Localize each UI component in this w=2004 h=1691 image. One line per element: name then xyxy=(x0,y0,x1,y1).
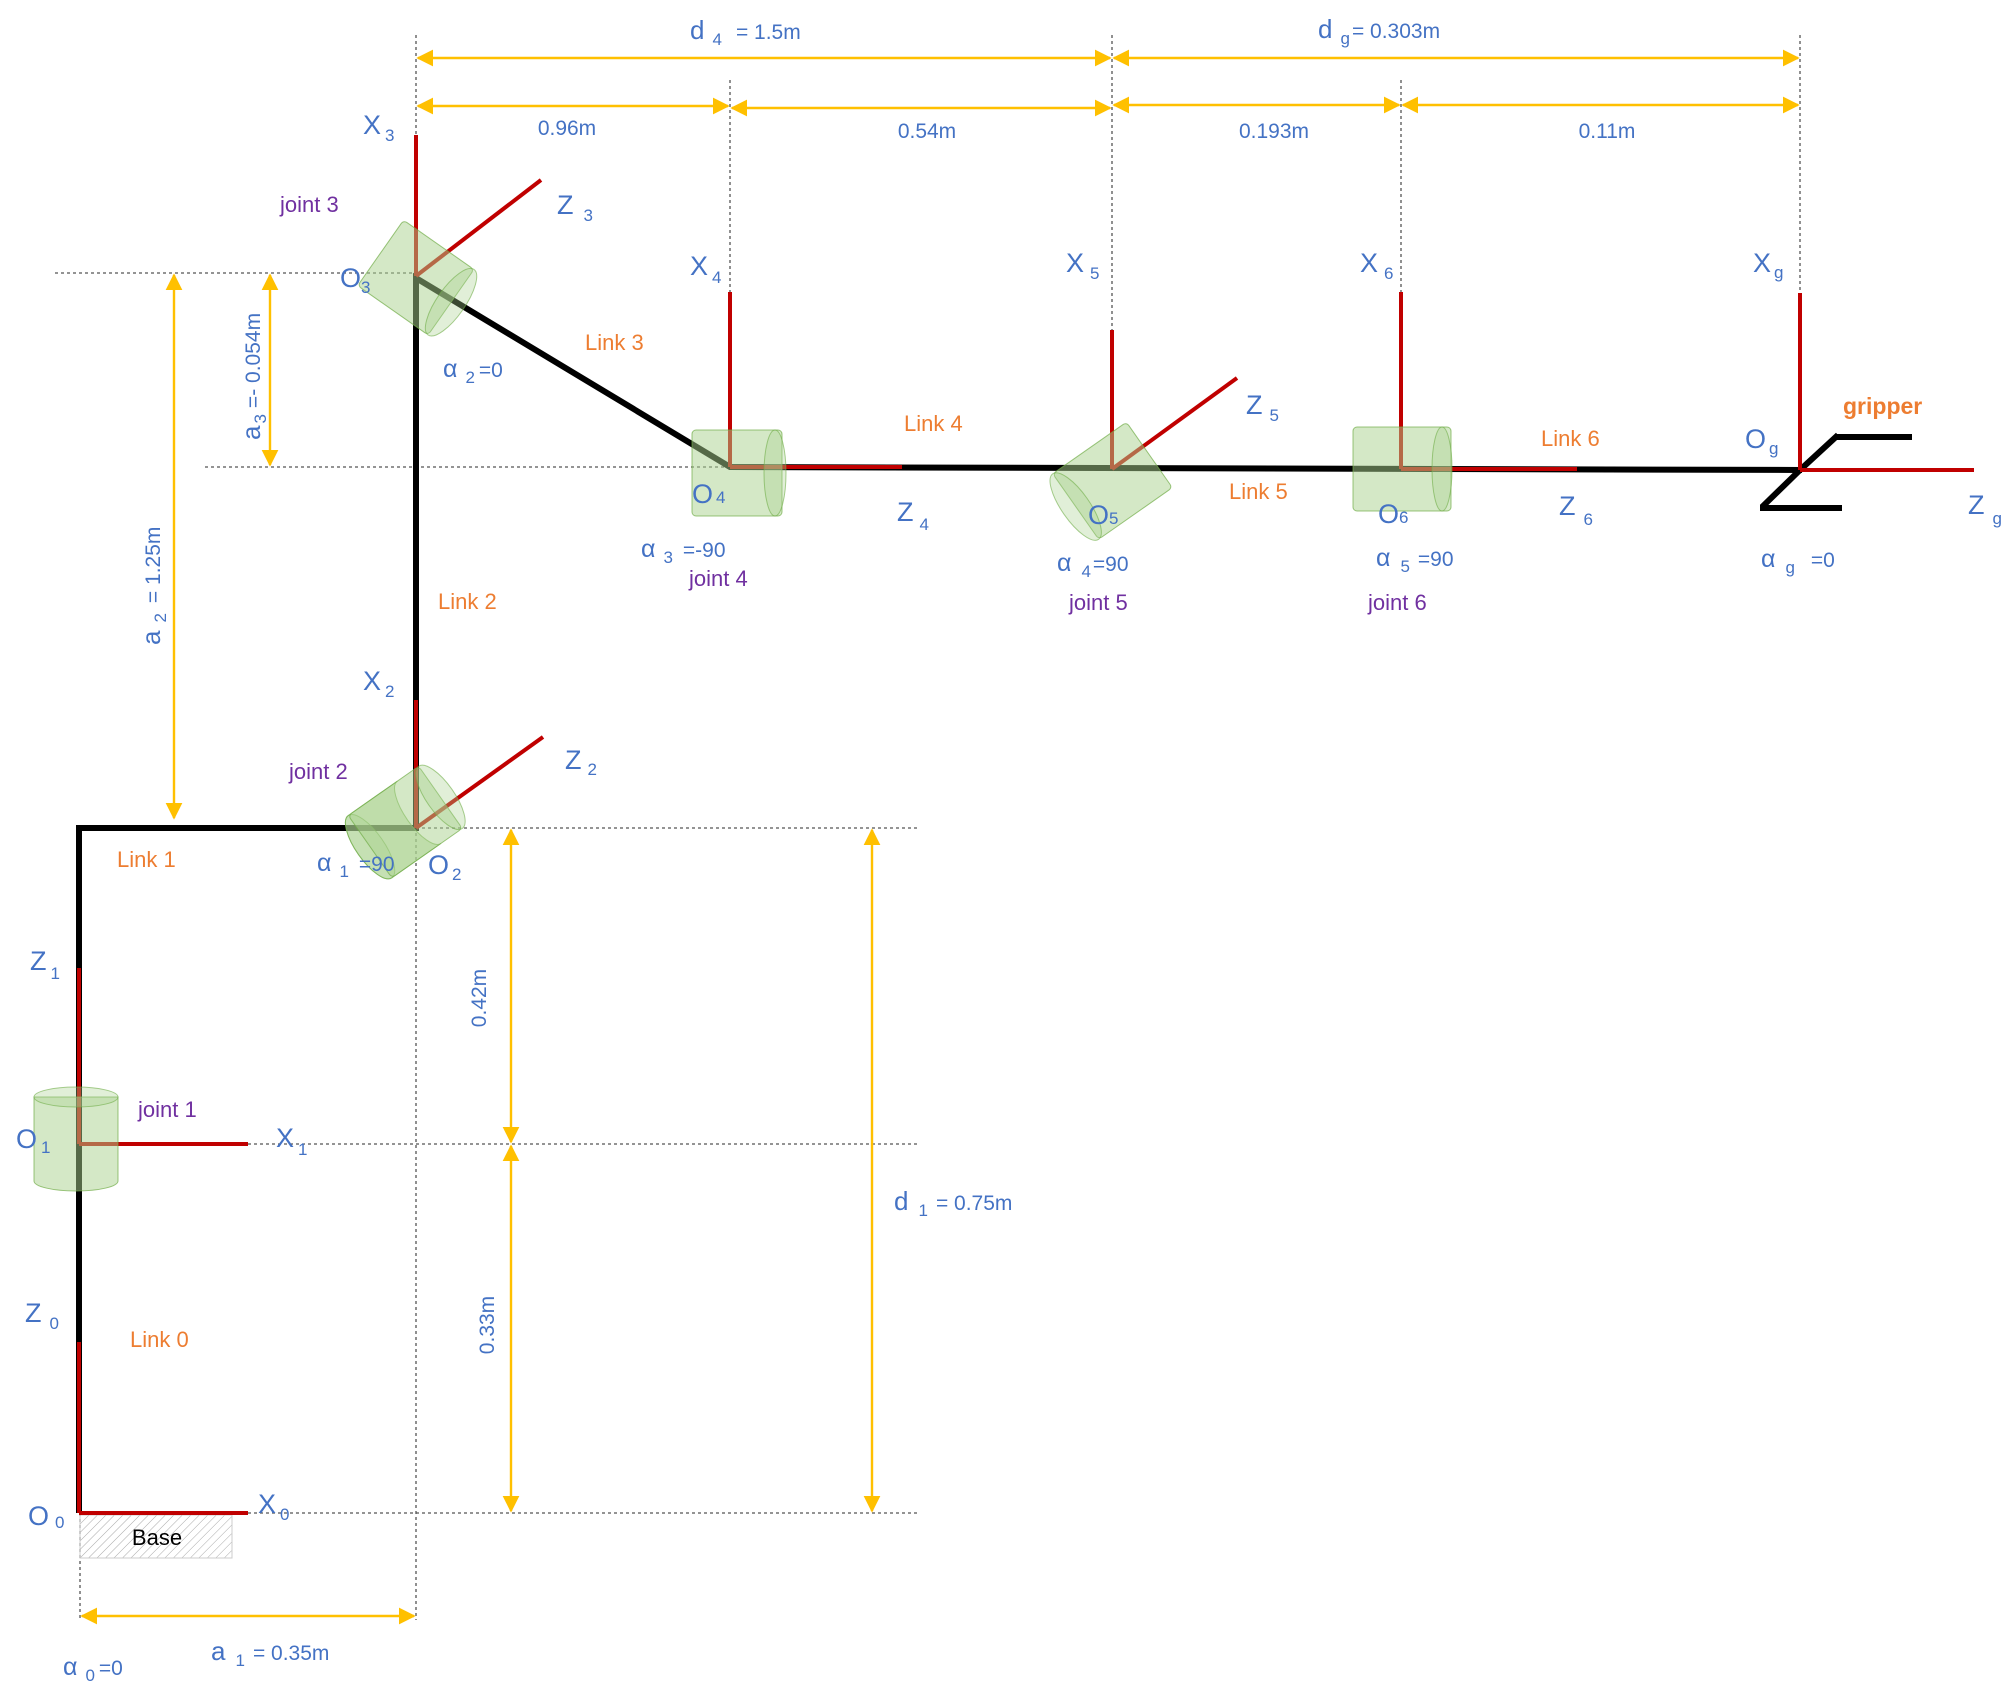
o6-label: O6 xyxy=(1378,499,1408,529)
link-3-label: Link 3 xyxy=(585,330,644,355)
joint-4-cylinder xyxy=(691,429,787,517)
base-label: Base xyxy=(132,1525,182,1550)
link-chain xyxy=(76,272,1803,1513)
link-5-label: Link 5 xyxy=(1229,479,1288,504)
robot-links xyxy=(76,272,1912,1513)
gripper-label: gripper xyxy=(1843,393,1922,419)
joint-6-label: joint 6 xyxy=(1367,590,1427,615)
seg-033-label: 0.33m xyxy=(476,1296,499,1354)
joint-6-cylinder xyxy=(1352,426,1453,512)
gripper-upper-diag xyxy=(1797,432,1841,473)
dimension-arrows xyxy=(80,49,1800,1625)
joint-5-label: joint 5 xyxy=(1068,590,1128,615)
link-6-label: Link 6 xyxy=(1541,426,1600,451)
joint-2-label: joint 2 xyxy=(288,759,348,784)
joint-1-label: joint 1 xyxy=(137,1097,197,1122)
joint-labels: joint 1 joint 2 joint 3 joint 4 joint 5 … xyxy=(137,192,1427,1122)
seg-042-label: 0.42m xyxy=(468,969,491,1027)
joint-4-label: joint 4 xyxy=(688,566,748,591)
seg-011-label: 0.11m xyxy=(1579,120,1636,143)
seg-0193-label: 0.193m xyxy=(1239,120,1309,143)
seg-054-label: 0.54m xyxy=(898,120,956,143)
link-2-label: Link 2 xyxy=(438,589,497,614)
a2-dim-label: a2= 1.25m xyxy=(136,527,170,645)
joint-2-cylinder xyxy=(344,764,466,880)
link-0-label: Link 0 xyxy=(130,1327,189,1352)
seg-096-label: 0.96m xyxy=(538,117,596,140)
gripper-lower-diag xyxy=(1759,467,1803,510)
link-4-label: Link 4 xyxy=(904,411,963,436)
joint-1-cylinder xyxy=(33,1086,119,1192)
link-1-label: Link 1 xyxy=(117,847,176,872)
link-labels: Link 0 Link 1 Link 2 Link 3 Link 4 Link … xyxy=(117,330,1922,1352)
joint-3-cylinder xyxy=(358,221,478,337)
o5-label: O5 xyxy=(1088,500,1118,530)
o3-label: O3 xyxy=(340,263,370,297)
base: Base xyxy=(79,1514,233,1559)
a3-dim-label: a3=- 0.054m xyxy=(236,313,270,440)
joint-5-cylinder xyxy=(1049,423,1172,541)
joint-3-label: joint 3 xyxy=(279,192,339,217)
